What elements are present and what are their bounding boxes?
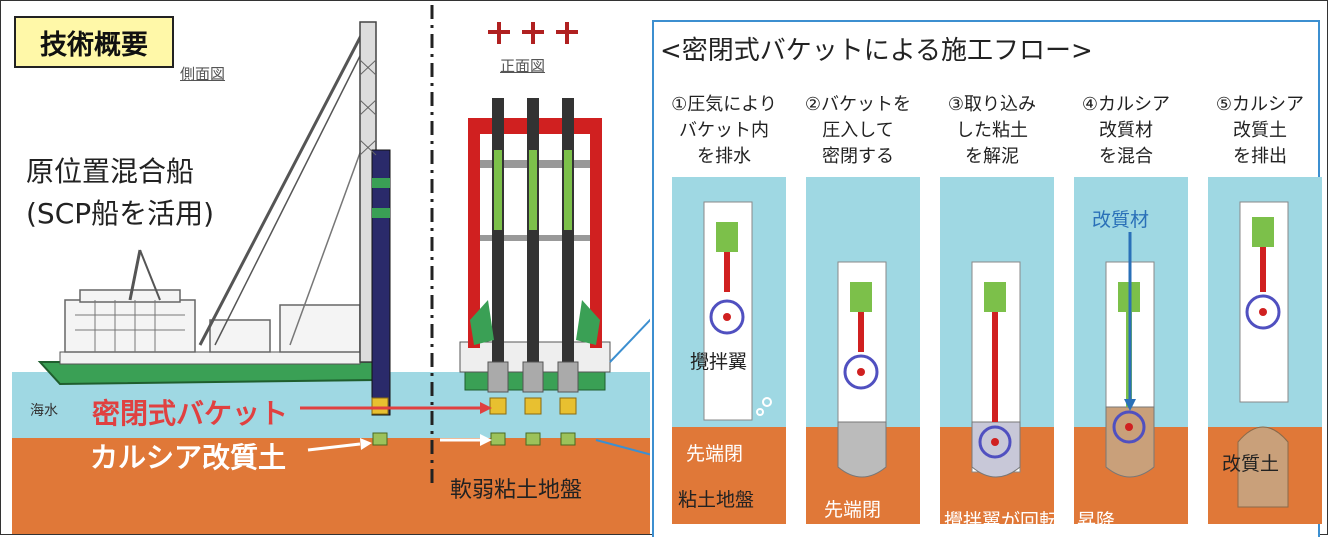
tip-closed-label: 先端閉 xyxy=(824,499,882,521)
soil-label: カルシア改質土 xyxy=(90,441,287,474)
flow-step-1: ①圧気によりバケット内を排水 攪拌翼 先端閉 粘土地盤 xyxy=(660,22,788,539)
ship-hull xyxy=(37,361,376,386)
side-bucket xyxy=(371,397,389,415)
side-view-label: 側面図 xyxy=(180,65,226,83)
step-panel: 改質土 xyxy=(1208,177,1322,524)
flow-step-3: ③取り込みした粘土を解泥 xyxy=(928,22,1056,539)
ground-label: 軟弱粘土地盤 xyxy=(450,478,583,503)
bucket-arrow xyxy=(300,402,492,414)
clay-ground-label: 粘土地盤 xyxy=(678,489,755,511)
flow-step-2: ②バケットを圧入して密閉する 先端閉 xyxy=(794,22,922,539)
summary-badge: 技術概要 xyxy=(14,16,174,68)
step-panel: 改質材 xyxy=(1074,177,1188,524)
step-panel: 攪拌翼 先端閉 粘土地盤 xyxy=(672,177,786,524)
seawater-label: 海水 xyxy=(30,403,58,419)
step-panel: 先端閉 xyxy=(806,177,920,524)
ship-name-line1: 原位置混合船 xyxy=(26,155,195,188)
seabed-layer xyxy=(12,438,650,534)
ship-illustration xyxy=(12,5,650,534)
bucket-label: 密閉式バケット xyxy=(92,397,289,430)
blade-rotation-label: 攪拌翼が回転・昇降 xyxy=(944,510,1116,532)
step-caption: ④カルシア改質材を混合 xyxy=(1081,94,1171,167)
casing-pipe xyxy=(371,149,391,416)
ship-name-line2: (SCP船を活用) xyxy=(26,197,215,230)
flow-step-5: ⑤カルシア改質土を排出 改質土 xyxy=(1196,22,1324,539)
front-view-label: 正面図 xyxy=(500,57,546,75)
construction-flow-panel: <密閉式バケットによる施工フロー> ①圧気によりバケット内を排水 攪拌翼 先端閉… xyxy=(652,20,1322,539)
step-caption: ②バケットを圧入して密閉する xyxy=(804,94,912,167)
modifier-label: 改質材 xyxy=(1092,209,1150,231)
step-caption: ③取り込みした粘土を解泥 xyxy=(947,94,1037,167)
main-boom xyxy=(198,27,367,346)
tip-closed-label: 先端閉 xyxy=(686,443,744,465)
mixing-blade-label: 攪拌翼 xyxy=(690,351,748,373)
flow-step-4: ④カルシア改質材を混合 改質材 xyxy=(1062,22,1190,539)
modified-soil-label: 改質土 xyxy=(1222,453,1280,475)
front-view-rig xyxy=(459,22,611,446)
step-caption: ⑤カルシア改質土を排出 xyxy=(1215,94,1305,167)
connector-line xyxy=(595,439,650,456)
flow-title: <密閉式バケットによる施工フロー> xyxy=(660,36,1093,66)
step-caption: ①圧気によりバケット内を排水 xyxy=(671,94,777,167)
ship-diagram: 技術概要 側面図 正面図 原位置混合船 (SCP船を活用) 海水 密閉式バケット… xyxy=(0,0,650,537)
step-panel xyxy=(940,177,1054,524)
side-soil-block xyxy=(372,432,388,446)
soil-arrow xyxy=(307,434,492,452)
